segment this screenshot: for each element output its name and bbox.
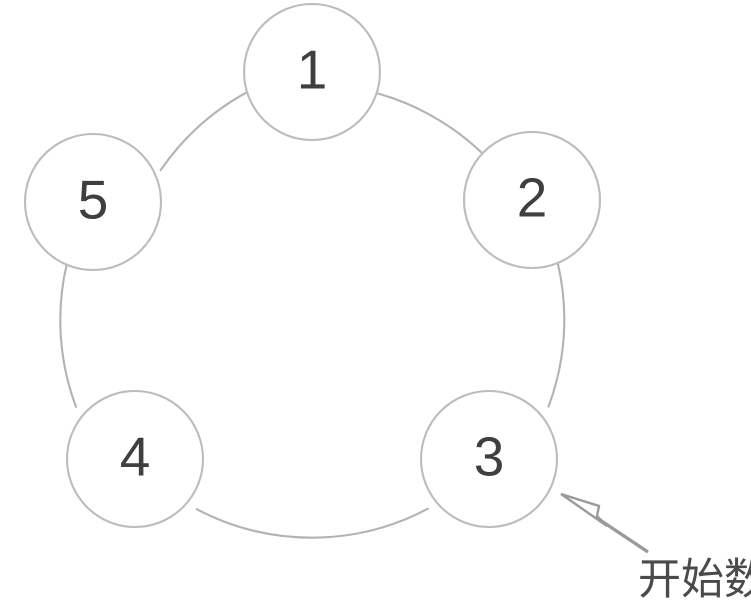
node-2-circle[interactable] [462,130,602,270]
node-4[interactable]: 4 [65,389,205,529]
arc-3-to-4 [195,507,429,539]
node-5-label: 5 [78,169,109,231]
node-4-circle[interactable] [65,389,205,529]
node-5[interactable]: 5 [23,132,163,272]
node-1[interactable]: 1 [242,2,382,142]
arc-1-to-2 [365,89,483,154]
annotation-arrow-head-icon [560,492,608,527]
start-annotation-label: 开始数 [638,555,751,603]
node-3-label: 3 [474,426,505,488]
node-4-label: 4 [120,426,151,488]
node-2-label: 2 [517,167,548,229]
arc-2-to-3 [547,262,566,408]
ring-nodes: 1 2 3 4 5 [23,2,602,529]
start-annotation [560,492,649,554]
node-3[interactable]: 3 [419,389,559,529]
arc-4-to-5 [59,263,78,408]
node-3-circle[interactable] [419,389,559,529]
node-2[interactable]: 2 [462,130,602,270]
node-1-circle[interactable] [242,2,382,142]
node-1-label: 1 [297,39,328,101]
node-5-circle[interactable] [23,132,163,272]
